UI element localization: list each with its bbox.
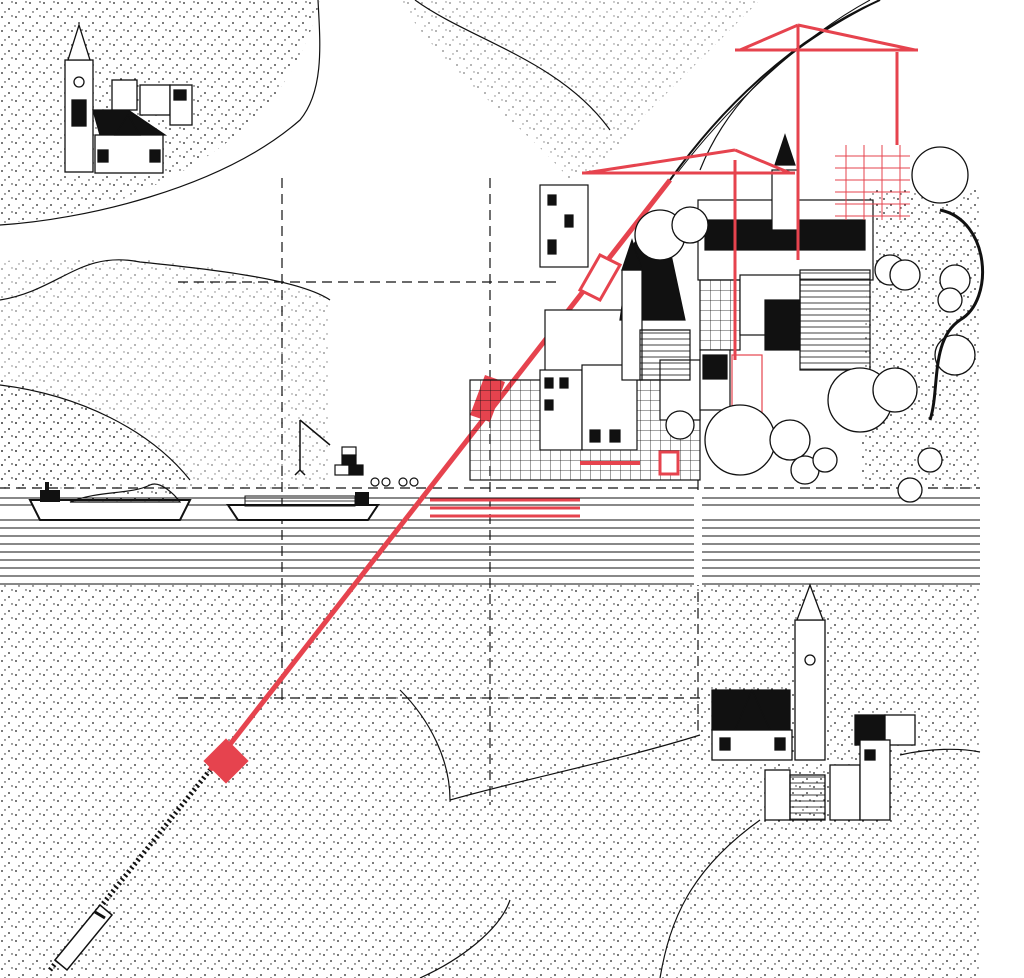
city-clock-tower — [771, 133, 799, 231]
village-bottom-right — [711, 583, 916, 821]
construction-block — [835, 145, 910, 220]
station-icon — [203, 738, 249, 784]
city-center — [469, 184, 874, 481]
gothic-church — [619, 218, 691, 381]
land-bottom — [0, 585, 980, 978]
land-left-hills — [0, 380, 190, 490]
village-top-left — [64, 22, 193, 174]
harbour-crane — [294, 419, 331, 476]
red-kiosk — [658, 450, 680, 476]
harbour-stripes — [430, 498, 580, 518]
bicycles — [370, 477, 419, 487]
stacked-containers — [334, 446, 364, 476]
tower-crane — [582, 23, 918, 360]
train-icon — [53, 903, 114, 972]
cargo-barge — [28, 482, 192, 521]
river-bank-gap — [694, 490, 702, 585]
land-top-right — [320, 0, 760, 180]
trees — [634, 146, 976, 503]
container-ship — [226, 492, 380, 521]
road-curve — [928, 208, 985, 421]
